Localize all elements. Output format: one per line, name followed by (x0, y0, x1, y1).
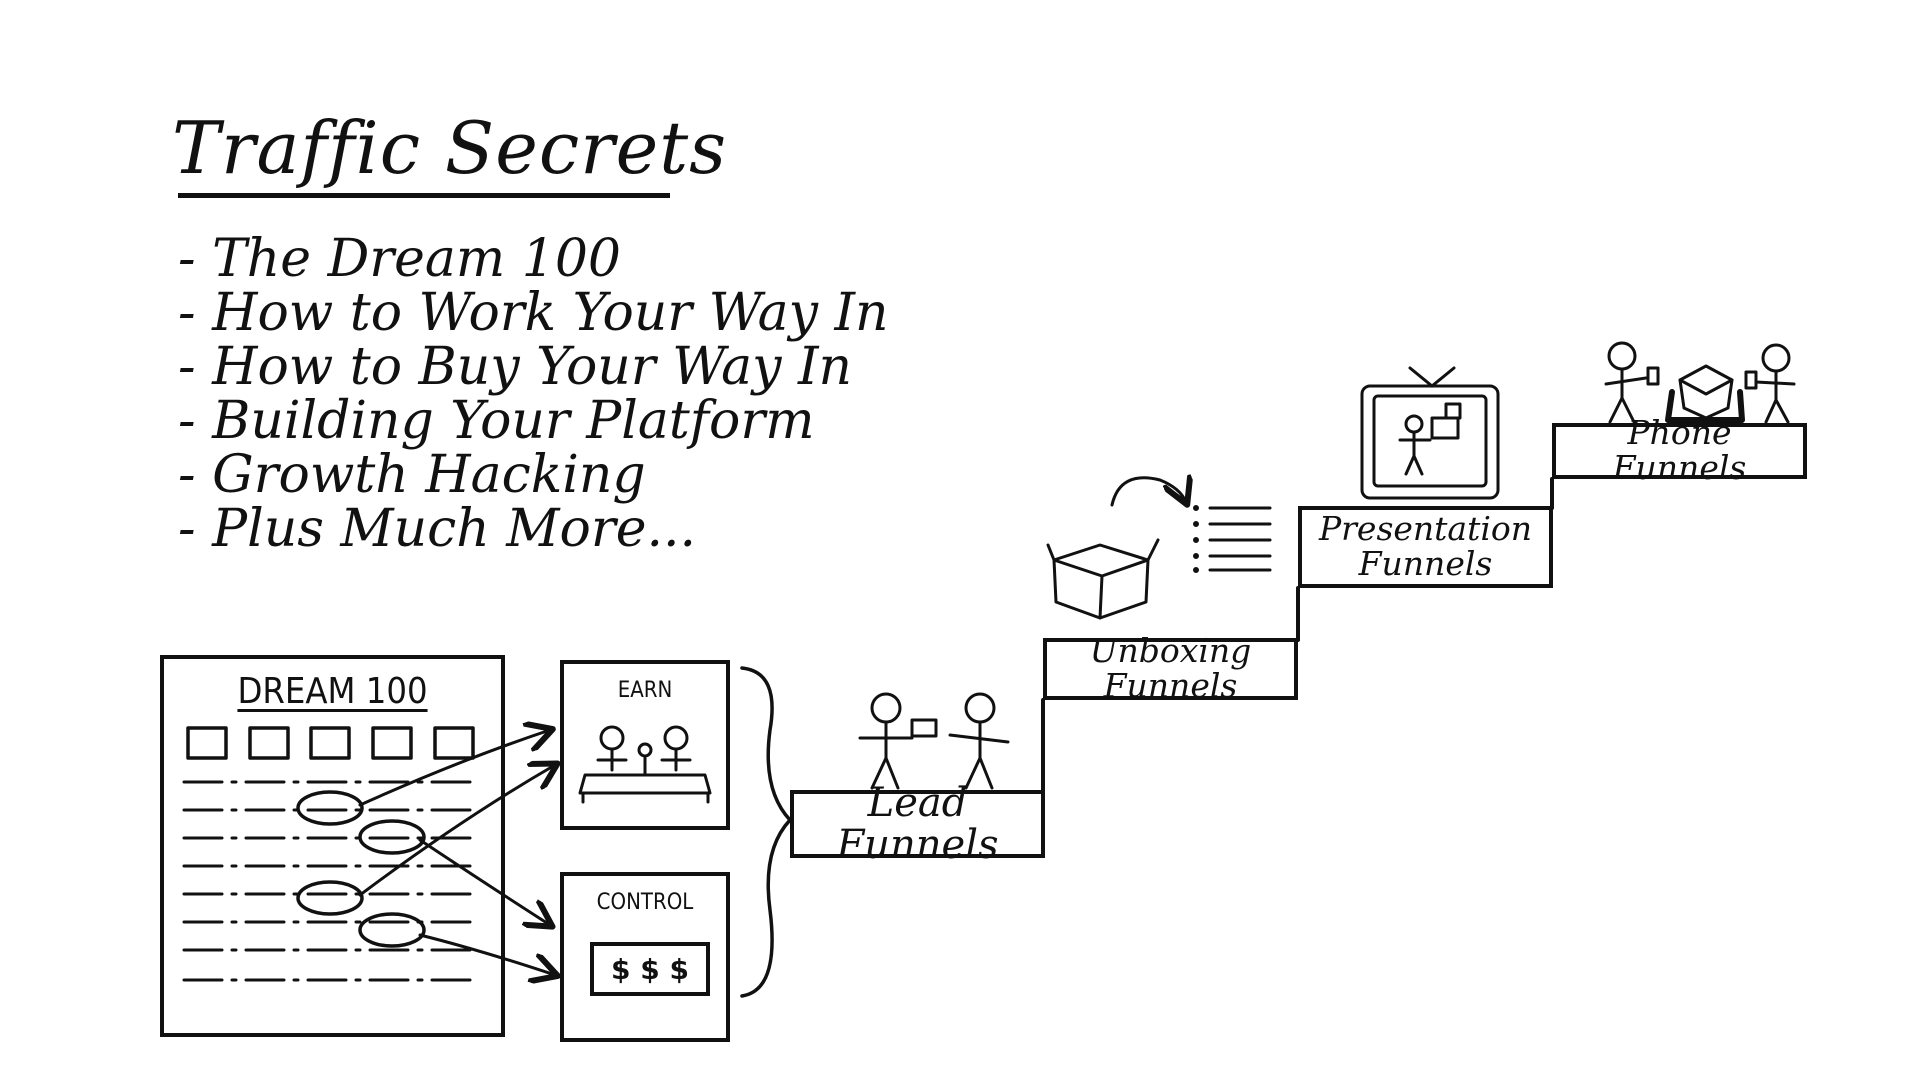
unboxing-funnels-step: Unboxing Funnels (1043, 633, 1298, 703)
earn-label: EARN (617, 678, 673, 703)
dream100-title: DREAM 100 (237, 671, 428, 712)
list-item: How to Buy Your Way In (178, 340, 889, 394)
lead-funnels-step: Lead Funnels (790, 782, 1045, 866)
control-label: CONTROL (596, 890, 694, 915)
phone-funnel-people (1604, 341, 1796, 424)
lead-funnel-people (858, 692, 1010, 790)
control-box: CONTROL $ $ $ (560, 872, 730, 1042)
title-underline (178, 193, 670, 198)
dream100-rows (182, 780, 482, 982)
bracket (740, 666, 792, 998)
money-label: $ $ $ (611, 952, 689, 986)
presentation-funnels-label-line1: Presentation (1318, 509, 1533, 549)
money-box: $ $ $ (590, 942, 710, 996)
list-item: Building Your Platform (178, 394, 889, 448)
lead-funnels-label: Lead Funnels (836, 780, 999, 868)
list-item: How to Work Your Way In (178, 286, 888, 340)
unboxing-illustration (1046, 478, 1272, 620)
dream100-checkboxes (186, 726, 475, 760)
list-item: Growth Hacking (178, 448, 889, 502)
list-item: The Dream 100 (178, 232, 889, 286)
tv-illustration (1360, 366, 1500, 500)
podcast-illustration (578, 725, 712, 804)
unboxing-funnels-label: Unboxing Funnels (1089, 631, 1252, 705)
dream100-box: DREAM 100 (160, 655, 505, 1037)
staircase-risers (1041, 477, 1554, 794)
list-item: Plus Much More... (178, 502, 889, 556)
presentation-funnels-step: Presentation Funnels (1298, 506, 1553, 588)
dream100-arrows (358, 730, 555, 975)
selected-names (296, 790, 426, 948)
feature-list: The Dream 100 How to Work Your Way In Ho… (178, 232, 889, 556)
presentation-funnels-label-line2: Funnels (1358, 544, 1493, 583)
page-title: Traffic Secrets (172, 106, 728, 190)
